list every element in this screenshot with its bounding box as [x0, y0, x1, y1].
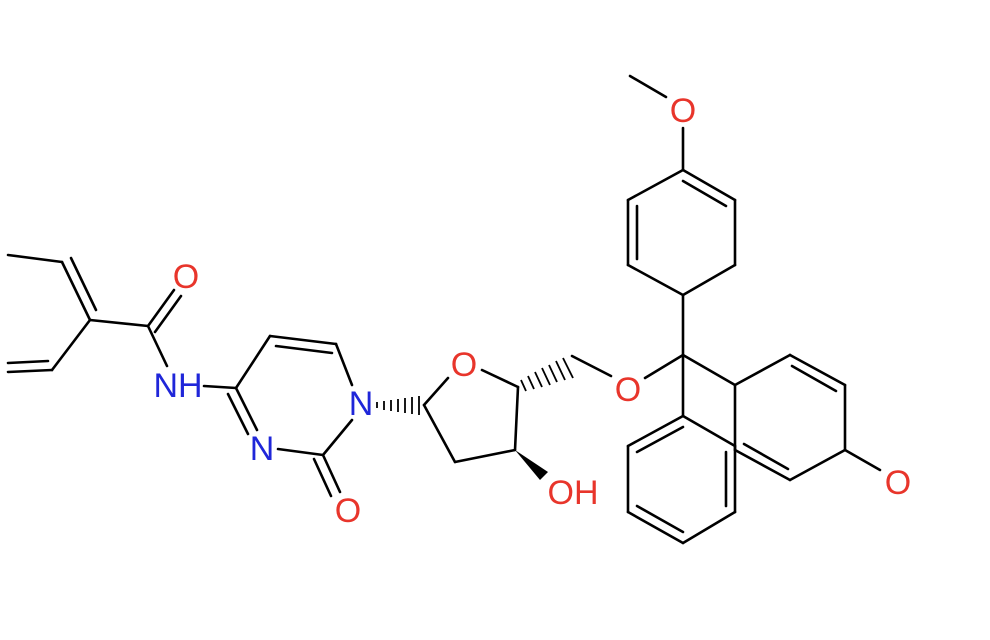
bond	[643, 353, 685, 380]
bond	[681, 510, 737, 545]
bond	[50, 318, 92, 372]
bond	[6, 359, 50, 365]
atom-label-o-carbonyl-ring: O	[335, 492, 361, 530]
bond	[6, 253, 64, 264]
bond	[681, 168, 737, 202]
bond	[626, 168, 685, 202]
bond	[69, 256, 98, 312]
bond	[742, 442, 790, 471]
bond	[681, 353, 737, 387]
sugar-ring	[376, 353, 685, 480]
bond	[570, 354, 613, 378]
bond	[334, 342, 354, 387]
bond	[628, 74, 668, 99]
bond	[480, 368, 520, 389]
bond	[790, 364, 838, 393]
bond	[626, 414, 685, 448]
bond	[681, 263, 737, 297]
hashed-bond-c4-c5	[520, 357, 574, 392]
bond	[234, 334, 272, 390]
bond	[733, 448, 792, 482]
bond	[60, 260, 92, 322]
bond	[321, 418, 354, 457]
bond	[274, 344, 334, 355]
bond	[843, 448, 882, 472]
bond	[146, 324, 169, 368]
atom-label-n1-ring: N	[349, 385, 374, 423]
bond	[276, 447, 325, 457]
bond	[6, 368, 54, 374]
bond	[733, 353, 792, 387]
bond	[422, 403, 457, 464]
bond	[88, 318, 150, 328]
benzoyl-phenyl-ring	[6, 253, 98, 374]
bond	[234, 386, 259, 432]
bond	[788, 448, 847, 482]
bond	[226, 392, 250, 436]
trityl-center	[681, 293, 737, 418]
bond	[635, 425, 685, 454]
cytosine-ring	[226, 334, 354, 498]
bond	[681, 179, 728, 208]
wedge-bond-c3-oh	[515, 450, 548, 480]
bond	[202, 384, 238, 390]
atom-label-nh-amide: NH	[153, 367, 202, 405]
bond	[453, 448, 517, 464]
top-methoxyphenyl-ring	[626, 74, 737, 297]
bond	[635, 504, 685, 534]
bond	[312, 457, 333, 498]
atom-label-o-sugar-ring: O	[451, 346, 477, 384]
right-methoxyphenyl-ring	[733, 353, 882, 482]
bond	[626, 263, 685, 297]
bond	[268, 334, 338, 346]
bottom-phenyl-ring	[626, 414, 737, 545]
bond	[321, 453, 342, 494]
atom-label-o-methoxy-top: O	[670, 92, 696, 130]
atom-label-o-methoxy-right: O	[885, 464, 911, 502]
amide-group	[88, 288, 238, 390]
hashed-bond-n1-c1	[376, 396, 420, 415]
bond	[146, 288, 176, 328]
atom-label-oh-sugar: OH	[548, 474, 599, 512]
bond	[626, 510, 685, 545]
atom-label-o-ether: O	[615, 371, 641, 409]
bond	[422, 376, 450, 407]
bond	[681, 414, 737, 448]
atom-label-o-amide: O	[173, 258, 199, 296]
bond	[788, 353, 847, 387]
bond	[513, 385, 520, 452]
atom-label-n3-ring: N	[250, 430, 275, 468]
bond	[153, 294, 183, 334]
